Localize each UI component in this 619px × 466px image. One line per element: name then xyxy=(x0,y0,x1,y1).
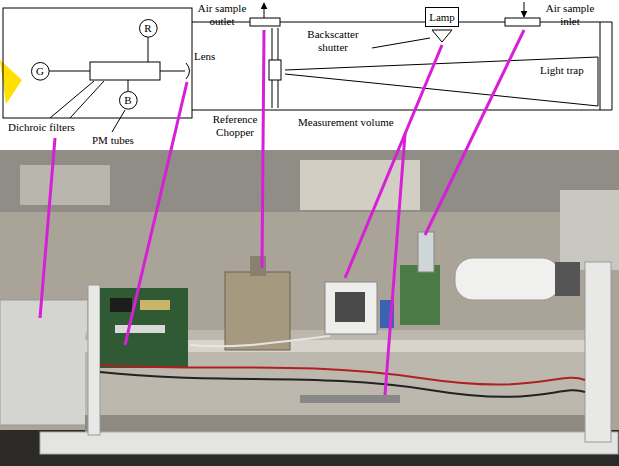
light-path xyxy=(148,37,149,62)
wire xyxy=(190,336,330,346)
outlet-port xyxy=(250,18,280,26)
part-label: Backscatter shutter xyxy=(300,28,366,53)
end-plate xyxy=(88,285,100,435)
callout-line xyxy=(125,82,187,345)
schematic xyxy=(3,2,612,132)
tube-wall xyxy=(192,110,612,111)
beam xyxy=(285,74,598,106)
end-panel xyxy=(585,262,611,442)
node-text: Lamp xyxy=(429,11,455,24)
shutter-line xyxy=(372,38,430,48)
circle-outline xyxy=(139,19,157,37)
part-label: Air sample outlet xyxy=(194,2,250,27)
lab-cabinet xyxy=(560,190,619,270)
inlet-arrow xyxy=(524,2,525,17)
color-channel-circle: B xyxy=(119,91,138,110)
part-label: PM tubes xyxy=(92,134,152,147)
part-label: Air sample inlet xyxy=(540,2,600,27)
part-label: Light trap xyxy=(540,64,600,77)
instrument-photo xyxy=(0,150,619,466)
connector xyxy=(115,325,165,333)
outlet-arrow xyxy=(264,3,265,18)
light-path xyxy=(160,71,185,72)
inlet-port xyxy=(505,18,540,26)
small-board xyxy=(400,265,440,325)
lens xyxy=(186,63,190,79)
callout-line xyxy=(262,30,264,268)
callout-line xyxy=(345,45,442,278)
lab-shelf xyxy=(0,150,619,212)
light-path xyxy=(49,71,90,72)
part-label: Measurement volume xyxy=(298,116,418,129)
circle-outline xyxy=(31,62,49,80)
tube-end xyxy=(600,22,601,110)
callout-line xyxy=(385,134,405,395)
pump xyxy=(555,262,580,296)
part-label: Reference Chopper xyxy=(210,113,260,138)
lamp-housing xyxy=(335,292,365,322)
callout-line xyxy=(425,30,524,235)
outlet-fitting xyxy=(250,256,266,276)
lamp-assembly xyxy=(325,282,377,334)
part-label: Lens xyxy=(194,50,234,63)
lamp-symbol xyxy=(432,30,452,42)
chopper-block xyxy=(225,272,290,350)
leader-line xyxy=(112,110,125,132)
chip xyxy=(110,298,132,312)
detector-housing xyxy=(0,300,88,425)
wire xyxy=(100,372,585,397)
circle-outline xyxy=(119,91,137,109)
lab-equipment xyxy=(20,165,110,205)
callout-line xyxy=(40,138,55,318)
filter-bottle xyxy=(455,258,560,300)
node-text: B xyxy=(124,94,131,107)
light-trap xyxy=(598,57,599,106)
base-plate xyxy=(40,432,618,454)
node-text: G xyxy=(36,65,44,78)
tube-end xyxy=(612,22,613,110)
color-channel-circle: G xyxy=(31,62,50,81)
lamp-box: Lamp xyxy=(425,7,459,27)
measurement-window xyxy=(300,395,400,403)
circuit-board xyxy=(100,288,188,368)
dichroic-filter-box xyxy=(90,62,160,80)
leader-line xyxy=(70,81,104,118)
detector-box xyxy=(3,8,192,118)
color-channel-circle: R xyxy=(139,19,158,38)
callout-lines xyxy=(40,30,524,395)
light-path xyxy=(128,80,129,91)
chopper-blade xyxy=(269,60,281,80)
chip xyxy=(140,300,170,310)
part-label: Dichroic filters xyxy=(8,121,104,134)
inlet-pipe xyxy=(418,232,434,272)
lab-background xyxy=(0,150,619,466)
node-text: R xyxy=(144,22,151,35)
